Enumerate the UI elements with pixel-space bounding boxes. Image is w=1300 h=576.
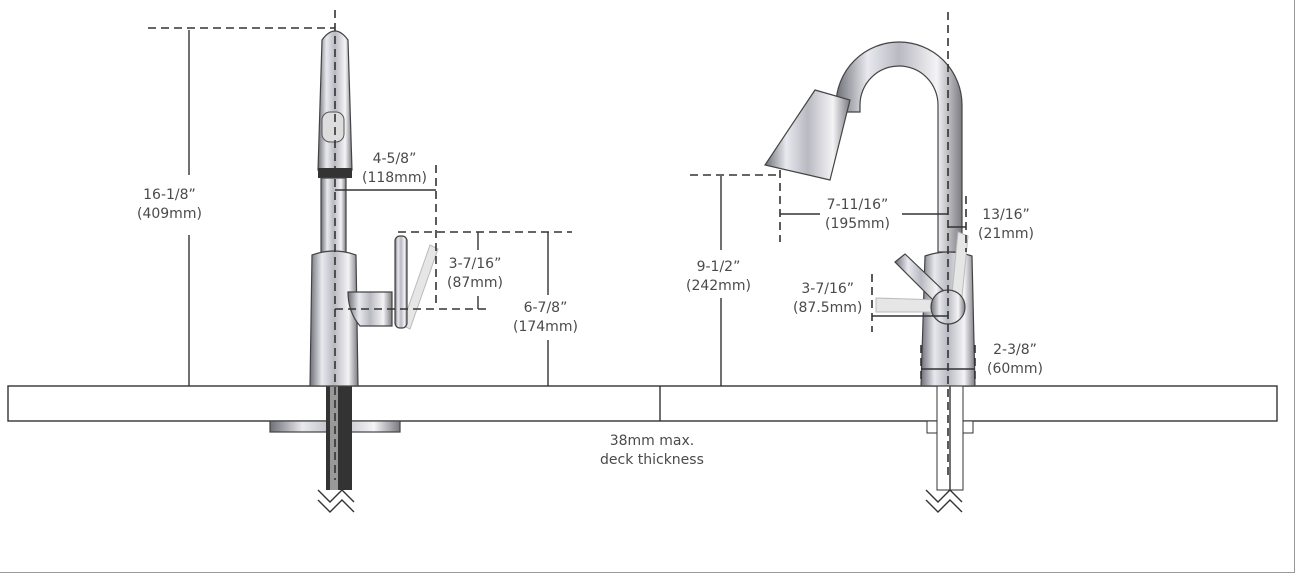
base-diameter-label: 2-3/8” (60mm) xyxy=(987,341,1043,379)
left-handle-hub xyxy=(347,291,393,327)
handle-height-metric: (87mm) xyxy=(447,275,504,291)
right-spout-reach-imperial: 7-11/16” xyxy=(826,197,889,213)
left-body xyxy=(309,250,359,387)
handle-swing-metric: (87.5mm) xyxy=(793,300,863,316)
handle-height-imperial: 3-7/16” xyxy=(448,256,502,272)
handle-top-height-metric: (174mm) xyxy=(513,319,578,335)
handle-top-height-imperial: 6-7/8” xyxy=(523,300,568,316)
handle-top-height-label: 6-7/8” (174mm) xyxy=(513,299,578,337)
countertop xyxy=(7,385,1278,422)
left-handle-lever xyxy=(394,235,408,329)
handle-height-label: 3-7/16” (87mm) xyxy=(447,255,503,293)
left-spout-reach-imperial: 4-5/8” xyxy=(372,151,417,167)
left-spout-reach-metric: (118mm) xyxy=(362,170,427,186)
left-spout-reach-label: 4-5/8” (118mm) xyxy=(362,150,427,188)
deck-thickness-label: 38mm max. deck thickness xyxy=(600,432,704,470)
overall-height-label: 16-1/8” (409mm) xyxy=(137,186,202,224)
base-diameter-imperial: 2-3/8” xyxy=(993,342,1037,358)
overall-height-imperial: 16-1/8” xyxy=(143,187,196,203)
deck-thickness-line1: 38mm max. xyxy=(609,433,695,449)
overall-height-metric: (409mm) xyxy=(137,206,202,222)
right-spout-reach-label: 7-11/16” (195mm) xyxy=(825,196,890,234)
right-spray-head xyxy=(764,89,851,181)
spout-height-metric: (242mm) xyxy=(686,278,751,294)
handle-clearance-imperial: 13/16” xyxy=(982,207,1030,223)
base-diameter-metric: (60mm) xyxy=(987,361,1044,377)
right-faucet xyxy=(764,41,976,491)
right-spout-reach-metric: (195mm) xyxy=(825,216,890,232)
handle-clearance-label: 13/16” (21mm) xyxy=(978,206,1034,244)
spout-height-label: 9-1/2” (242mm) xyxy=(686,258,751,296)
spout-height-imperial: 9-1/2” xyxy=(696,259,741,275)
handle-swing-imperial: 3-7/16” xyxy=(801,281,855,297)
handle-clearance-metric: (21mm) xyxy=(978,226,1035,242)
left-shank xyxy=(326,386,352,490)
handle-swing-label: 3-7/16” (87.5mm) xyxy=(793,280,862,318)
deck-thickness-line2: deck thickness xyxy=(600,452,704,468)
